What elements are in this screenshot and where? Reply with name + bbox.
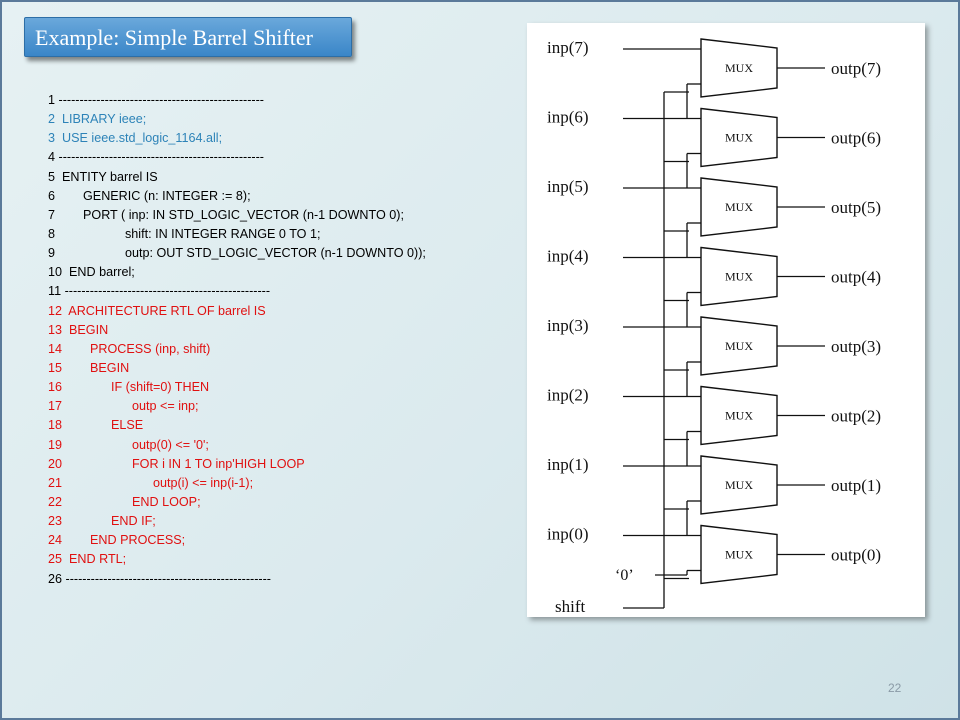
code-line: 4 --------------------------------------… xyxy=(48,150,265,165)
code-line: 21 outp(i) <= inp(i-1); xyxy=(48,475,254,490)
mux-label: MUX xyxy=(725,131,753,145)
input-label: inp(7) xyxy=(547,38,589,57)
input-label: inp(3) xyxy=(547,316,589,335)
code-line: 13 BEGIN xyxy=(48,322,109,337)
code-line: 20 FOR i IN 1 TO inp'HIGH LOOP xyxy=(48,456,305,471)
code-line: 2 LIBRARY ieee; xyxy=(48,112,147,127)
output-label: outp(0) xyxy=(831,546,881,565)
code-line: 18 ELSE xyxy=(48,418,144,433)
input-label: inp(6) xyxy=(547,108,589,127)
code-line: 8 shift: IN INTEGER RANGE 0 TO 1; xyxy=(48,226,321,241)
mux-block xyxy=(700,316,778,376)
mux-label: MUX xyxy=(725,270,753,284)
code-line: 16 IF (shift=0) THEN xyxy=(48,380,210,395)
code-line: 7 PORT ( inp: IN STD_LOGIC_VECTOR (n-1 D… xyxy=(48,207,404,222)
code-line: 25 END RTL; xyxy=(48,552,127,567)
code-line: 23 END IF; xyxy=(48,514,156,529)
shift-label: shift xyxy=(555,597,586,616)
output-label: outp(7) xyxy=(831,59,881,78)
slide-title: Example: Simple Barrel Shifter xyxy=(35,25,313,50)
code-line: 14 PROCESS (inp, shift) xyxy=(48,341,211,356)
output-label: outp(2) xyxy=(831,407,881,426)
code-line: 3 USE ieee.std_logic_1164.all; xyxy=(48,131,223,146)
barrel-shifter-diagram: MUX inp(7) outp(7) MUX inp(6) outp(6) MUX inp(5… xyxy=(527,23,925,617)
code-line: 10 END barrel; xyxy=(48,265,135,280)
code-line: 11 -------------------------------------… xyxy=(48,284,271,299)
code-line: 9 outp: OUT STD_LOGIC_VECTOR (n-1 DOWNTO… xyxy=(48,246,426,261)
output-label: outp(6) xyxy=(831,129,881,148)
code-line: 15 BEGIN xyxy=(48,360,130,375)
mux-label: MUX xyxy=(725,200,753,214)
input-label: inp(1) xyxy=(547,455,589,474)
input-label: inp(0) xyxy=(547,525,589,544)
mux-label: MUX xyxy=(725,339,753,353)
output-label: outp(3) xyxy=(831,337,881,356)
mux-block xyxy=(700,455,778,515)
code-line: 12 ARCHITECTURE RTL OF barrel IS xyxy=(48,303,266,318)
mux-label: MUX xyxy=(725,478,753,492)
output-label: outp(4) xyxy=(831,268,881,287)
zero-label: ‘0’ xyxy=(615,567,634,584)
code-line: 17 outp <= inp; xyxy=(48,399,199,414)
code-line: 19 outp(0) <= '0'; xyxy=(48,437,209,452)
code-line: 5 ENTITY barrel IS xyxy=(48,169,158,184)
mux-block xyxy=(700,246,778,307)
output-label: outp(1) xyxy=(831,476,881,495)
code-line: 26 -------------------------------------… xyxy=(48,571,272,586)
code-listing: 1 --------------------------------------… xyxy=(48,91,426,589)
mux-block xyxy=(700,385,778,446)
mux-block xyxy=(700,177,778,237)
output-label: outp(5) xyxy=(831,198,881,217)
code-line: 22 END LOOP; xyxy=(48,494,201,509)
mux-label: MUX xyxy=(725,548,753,562)
page-number: 22 xyxy=(888,681,902,695)
mux-block xyxy=(700,38,778,98)
barrel-shifter-schematic: MUX inp(7) outp(7) MUX inp(6) outp(6) MUX inp(5… xyxy=(547,38,881,616)
code-line: 1 --------------------------------------… xyxy=(48,93,265,107)
input-label: inp(2) xyxy=(547,386,589,405)
mux-block xyxy=(700,524,778,585)
mux-label: MUX xyxy=(725,409,753,423)
input-label: inp(5) xyxy=(547,177,589,196)
mux-label: MUX xyxy=(725,61,753,75)
code-line: 6 GENERIC (n: INTEGER := 8); xyxy=(48,188,251,203)
mux-block xyxy=(700,107,778,168)
code-line: 24 END PROCESS; xyxy=(48,533,186,548)
input-label: inp(4) xyxy=(547,247,589,266)
title-box: Example: Simple Barrel Shifter xyxy=(24,17,352,57)
